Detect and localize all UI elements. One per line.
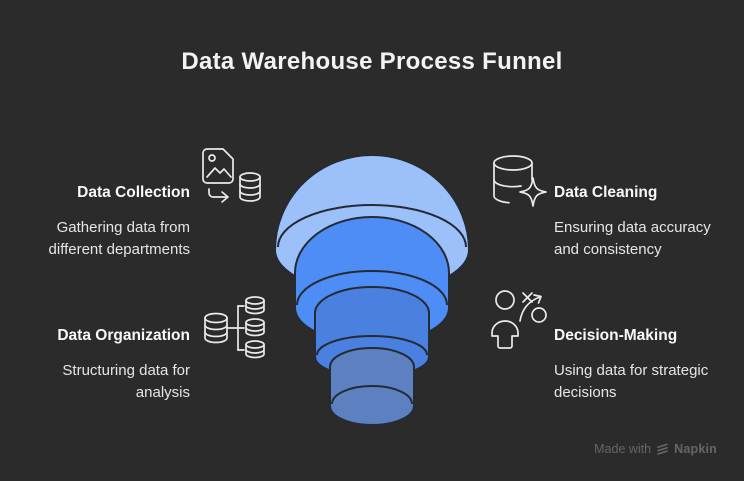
database-sparkle-icon bbox=[493, 155, 547, 207]
section-title-data-organization: Data Organization bbox=[57, 327, 190, 344]
section-description-decision-making: Using data for strategic decisions bbox=[554, 362, 709, 401]
image-to-database-icon bbox=[202, 148, 261, 203]
person-strategy-icon bbox=[491, 290, 547, 349]
brand-label: Napkin bbox=[674, 442, 717, 456]
funnel-stage-4 bbox=[329, 347, 415, 426]
napkin-logo-icon bbox=[657, 443, 668, 455]
section-title-decision-making: Decision-Making bbox=[554, 327, 678, 344]
made-with-label: Made with bbox=[594, 442, 652, 456]
database-hierarchy-icon bbox=[204, 296, 265, 359]
page-title: Data Warehouse Process Funnel bbox=[181, 48, 563, 75]
section-description-data-collection: Gathering data from different department… bbox=[48, 219, 190, 258]
section-title-data-cleaning: Data Cleaning bbox=[554, 184, 658, 201]
section-description-data-organization: Structuring data for analysis bbox=[62, 362, 190, 401]
section-title-data-collection: Data Collection bbox=[77, 184, 190, 201]
section-description-data-cleaning: Ensuring data accuracy and consistency bbox=[554, 219, 711, 258]
napkin-watermark[interactable]: Made with Napkin bbox=[594, 442, 717, 456]
